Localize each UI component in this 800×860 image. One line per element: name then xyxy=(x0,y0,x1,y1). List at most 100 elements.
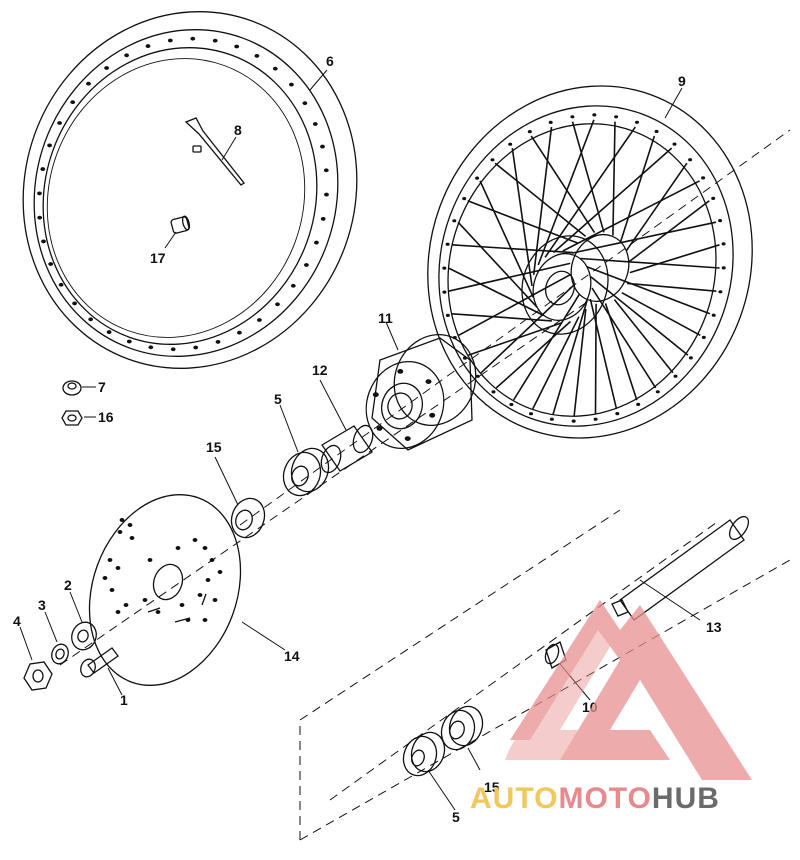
spoke xyxy=(571,221,717,254)
spoke xyxy=(594,303,597,415)
hub-bolt-hole xyxy=(372,392,379,398)
callout-14: 14 xyxy=(284,648,300,664)
rim-hole xyxy=(70,100,76,105)
callout-4: 4 xyxy=(13,613,21,629)
washer-part-2 xyxy=(71,621,97,651)
spoke-nipple xyxy=(548,120,553,124)
callout-15-lower: 15 xyxy=(484,779,500,795)
rim-hole xyxy=(190,36,196,41)
disc-hole xyxy=(117,530,123,534)
rim-hole xyxy=(126,339,132,344)
assembly-centerlines xyxy=(59,129,791,841)
spoke xyxy=(621,291,701,337)
spoke-nipple xyxy=(701,176,706,180)
brake-disc-part-14 xyxy=(88,494,242,686)
watermark-hub: HUB xyxy=(652,782,720,815)
spoke xyxy=(613,299,674,374)
rim-hole xyxy=(237,330,242,335)
spacer-part-12 xyxy=(320,424,374,474)
spoke xyxy=(571,121,605,233)
disc-hole xyxy=(205,578,211,582)
spoke-nipple xyxy=(655,390,660,394)
disc-hole xyxy=(212,598,218,602)
disc-hole xyxy=(109,588,115,592)
spoke-nipple xyxy=(672,142,677,146)
rim-hole xyxy=(324,192,329,197)
spoke-nipple xyxy=(615,412,620,416)
sleeve-part-17 xyxy=(170,215,191,234)
rim-hole xyxy=(254,53,260,58)
spoke xyxy=(612,121,616,236)
spoke xyxy=(530,135,596,234)
rim-hole xyxy=(302,101,308,106)
disc-hole xyxy=(123,603,129,607)
spoke xyxy=(451,244,573,254)
wheel-spoke-nipples xyxy=(442,113,726,423)
hub-bolt-hole xyxy=(397,369,404,374)
rim-hole xyxy=(257,318,262,322)
nut-part-4 xyxy=(23,661,53,691)
spoke xyxy=(479,180,534,298)
spoke xyxy=(537,119,595,266)
spoke-nipple xyxy=(571,419,576,423)
rim-hole xyxy=(40,167,46,172)
rim-hole xyxy=(88,317,94,322)
spoke-nipple xyxy=(475,374,480,378)
watermark-moto: MOTO xyxy=(558,782,651,815)
svg-text:AUTOMOTOHUB: AUTOMOTOHUB xyxy=(470,782,720,815)
axle-part-13 xyxy=(611,515,750,621)
spoke-nipple xyxy=(701,335,706,339)
disc-hole xyxy=(115,566,121,570)
callout-15-upper: 15 xyxy=(206,439,222,455)
rim-hole xyxy=(323,168,329,173)
spoke xyxy=(580,257,720,269)
watermark-auto: AUTO xyxy=(470,782,558,815)
spoke xyxy=(480,284,575,374)
hub-bolt-hole xyxy=(404,436,411,441)
rim-hole xyxy=(170,347,176,352)
rim-hole xyxy=(312,122,318,126)
rim-hole xyxy=(145,44,151,49)
spoke-nipple xyxy=(711,196,716,200)
bearing-part-5-upper xyxy=(282,447,330,497)
spoke-nipple xyxy=(636,402,641,406)
disc-hole xyxy=(175,546,181,550)
disc-hole xyxy=(155,610,161,614)
callout-16: 16 xyxy=(98,409,114,425)
callout-11: 11 xyxy=(378,310,393,326)
spoke-nipple xyxy=(673,374,678,378)
hub-bolt-holes xyxy=(372,369,436,441)
rim-hole xyxy=(290,283,296,288)
spoke xyxy=(512,293,581,401)
spoke-nipple xyxy=(635,120,639,124)
rim-hole xyxy=(86,81,91,86)
spoke-nipple xyxy=(718,219,723,223)
rim-hole xyxy=(234,44,240,49)
disc-hole xyxy=(192,538,198,542)
spoke xyxy=(494,162,587,238)
spoke xyxy=(629,244,720,274)
spoke-nipple xyxy=(508,142,513,146)
callout-12: 12 xyxy=(312,362,328,378)
callout-2: 2 xyxy=(64,577,72,593)
rim-hole xyxy=(37,191,42,196)
bolt-part-1 xyxy=(80,647,119,678)
spoke-nipple xyxy=(688,158,693,162)
rim-hole xyxy=(148,345,154,350)
spoke xyxy=(625,162,688,252)
spoke-nipple xyxy=(592,113,597,117)
rim-hole xyxy=(37,215,43,220)
leader-lines xyxy=(19,69,701,811)
hub-bolt-hole xyxy=(425,379,432,384)
spoke xyxy=(552,300,588,415)
spoke xyxy=(457,221,538,308)
spoke-nipple xyxy=(509,402,514,407)
disc-hole xyxy=(119,518,125,522)
disc-hole xyxy=(197,593,203,597)
spoke-nipple xyxy=(718,290,723,294)
spoke-nipple xyxy=(549,417,554,421)
watermark-logo xyxy=(505,600,752,780)
spoke xyxy=(589,298,618,410)
rim-hole xyxy=(193,345,199,350)
